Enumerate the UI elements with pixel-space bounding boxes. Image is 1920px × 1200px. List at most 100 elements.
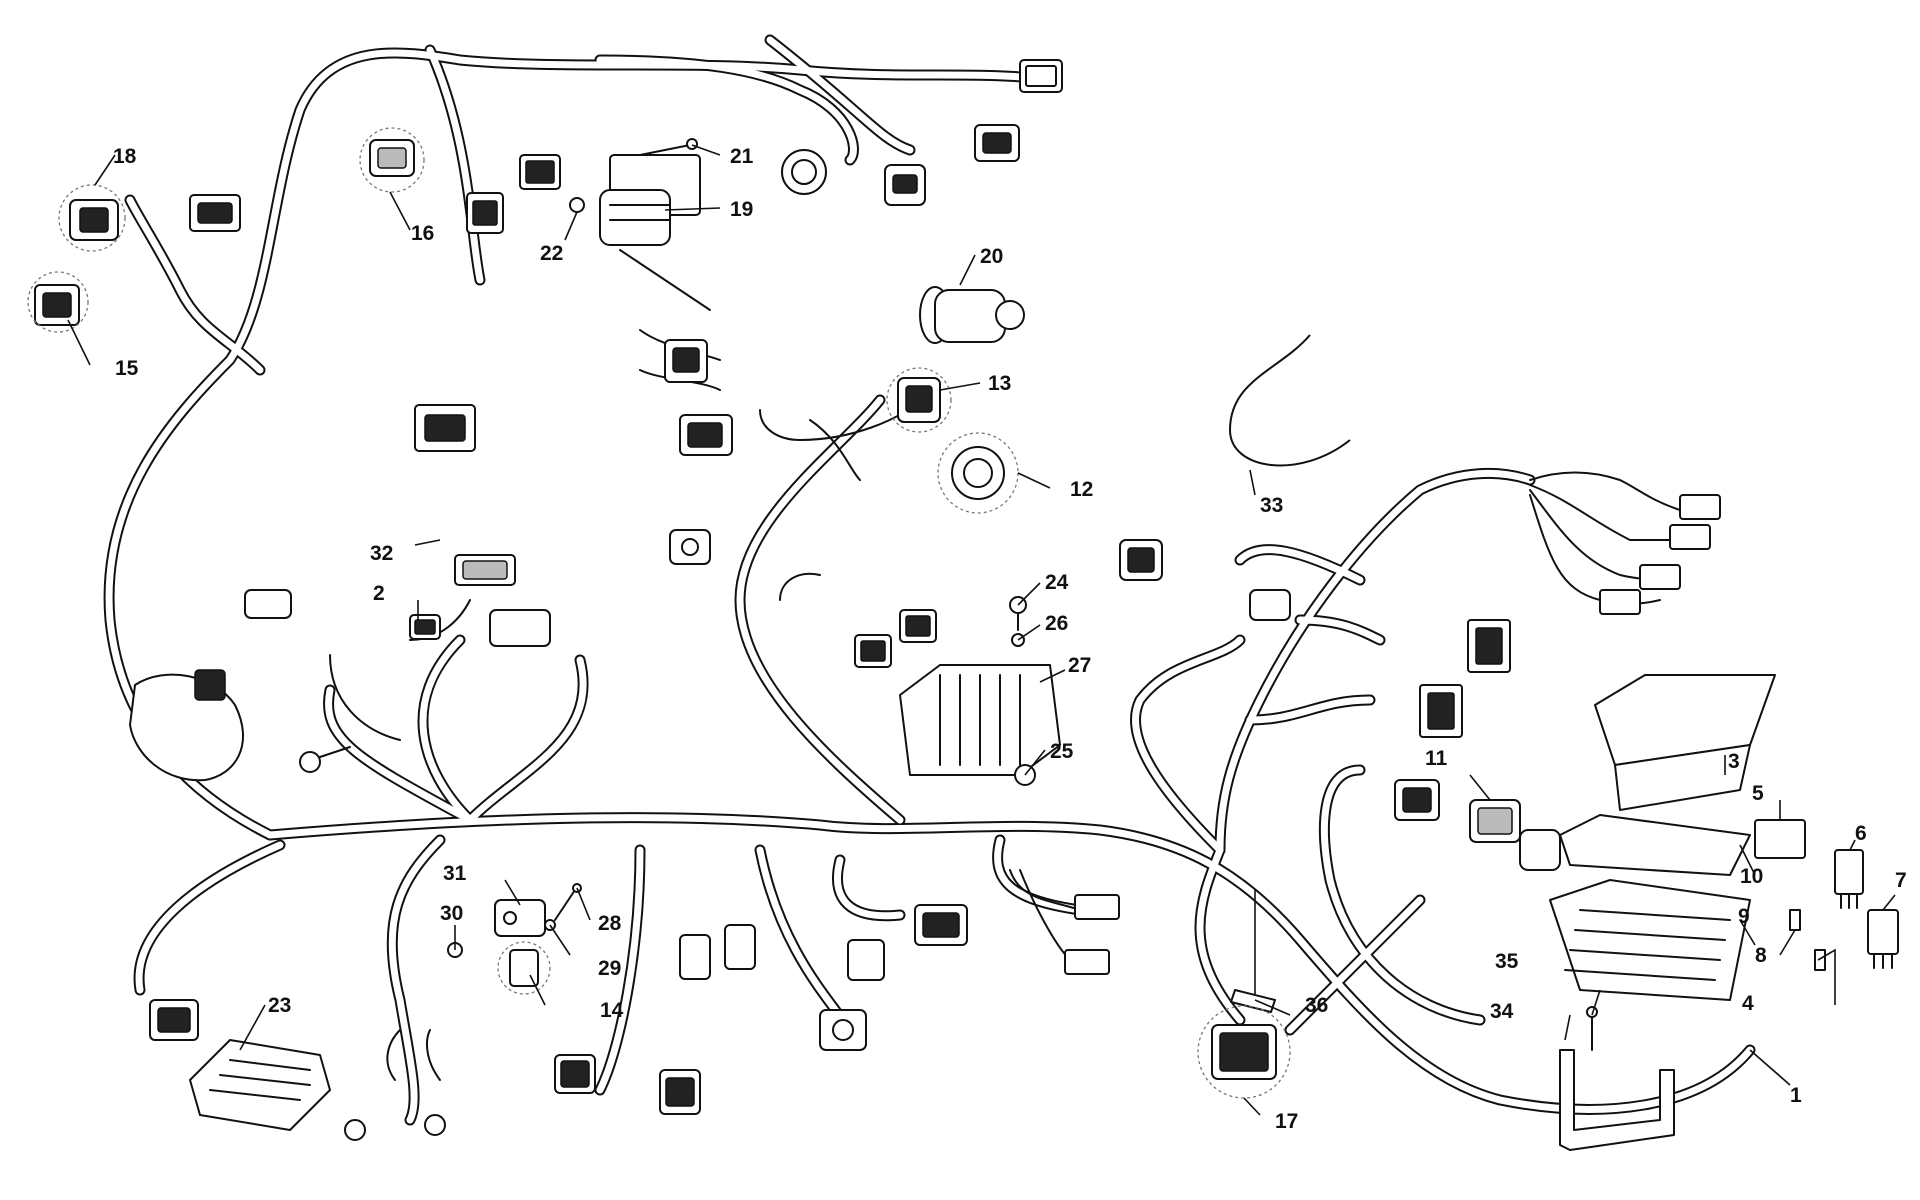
label-5: 5 bbox=[1752, 782, 1764, 805]
connector-left-mid-icon bbox=[244, 589, 292, 619]
sensor-12-icon bbox=[951, 446, 1005, 500]
label-29: 29 bbox=[598, 957, 621, 980]
label-10: 10 bbox=[1740, 865, 1763, 888]
connector-top-3-icon bbox=[781, 149, 827, 195]
connector-bottom-8-icon bbox=[1074, 894, 1120, 920]
connector-right-block-2-icon bbox=[1419, 684, 1463, 738]
connector-top-1-icon bbox=[1019, 59, 1063, 93]
connector-23-icon bbox=[149, 999, 199, 1041]
relay-6-icon bbox=[1834, 849, 1864, 909]
connector-16-icon bbox=[369, 139, 415, 177]
fuse-8-icon bbox=[1789, 909, 1801, 931]
harness-segment-fill bbox=[1246, 696, 1374, 724]
label-25: 25 bbox=[1050, 740, 1074, 763]
fuse-4-icon bbox=[1814, 949, 1826, 971]
label-9: 9 bbox=[1738, 905, 1750, 928]
harness-segment-fill bbox=[419, 636, 474, 824]
ecu-23-icon bbox=[189, 1039, 331, 1131]
connector-17-icon bbox=[1211, 1024, 1277, 1080]
harness-segment-fill bbox=[1286, 896, 1424, 1034]
label-22: 22 bbox=[540, 242, 563, 265]
label-8: 8 bbox=[1755, 944, 1767, 967]
ring-terminal-icon bbox=[299, 746, 351, 773]
connector-center-3-icon bbox=[669, 529, 711, 565]
label-4: 4 bbox=[1742, 992, 1754, 1015]
connector-bottom-1-icon bbox=[554, 1054, 596, 1094]
part-number-labels: 1 2 3 4 5 6 7 8 9 10 11 12 13 14 15 16 1… bbox=[113, 145, 1907, 1133]
fuse-holder-2-icon bbox=[409, 614, 441, 640]
label-2: 2 bbox=[373, 582, 385, 605]
label-1: 1 bbox=[1790, 1084, 1802, 1107]
harness-segment-fill bbox=[426, 46, 484, 284]
label-21: 21 bbox=[730, 145, 754, 168]
screw-24-icon bbox=[1009, 596, 1027, 631]
label-28: 28 bbox=[598, 912, 622, 935]
label-27: 27 bbox=[1068, 654, 1091, 677]
connector-bottom-3-icon bbox=[679, 934, 711, 980]
harness-segment-fill bbox=[766, 36, 914, 154]
connector-fusebox-lead-icon bbox=[1394, 779, 1440, 821]
label-31: 31 bbox=[443, 862, 467, 885]
bracket-31-icon bbox=[494, 899, 546, 937]
harness-segment-fill bbox=[736, 396, 904, 824]
harness-segment bbox=[133, 839, 286, 996]
connector-32-icon bbox=[414, 404, 476, 452]
harness-segment-fill bbox=[834, 856, 904, 920]
connector-15-icon bbox=[34, 284, 80, 326]
label-17: 17 bbox=[1275, 1110, 1298, 1133]
relay-7-icon bbox=[1867, 909, 1899, 969]
label-6: 6 bbox=[1855, 822, 1867, 845]
connector-27a-icon bbox=[854, 634, 892, 668]
relay-5-icon bbox=[1754, 819, 1806, 859]
connector-top-2-icon bbox=[974, 124, 1020, 162]
ring-terminal-bottom-1-icon bbox=[344, 1119, 366, 1141]
label-14: 14 bbox=[600, 999, 624, 1022]
label-3: 3 bbox=[1728, 750, 1740, 773]
connector-left-2-icon bbox=[189, 194, 241, 232]
connector-right-small-4-icon bbox=[1599, 589, 1641, 615]
fuse-box-base-9-icon bbox=[1549, 879, 1751, 1001]
sensor-left-icon bbox=[129, 669, 245, 782]
label-23: 23 bbox=[268, 994, 291, 1017]
connector-bottom-9-icon bbox=[1064, 949, 1110, 975]
clip-36-icon bbox=[1230, 989, 1276, 1013]
connector-parts bbox=[34, 59, 1899, 1151]
harness-segment-fill bbox=[135, 841, 284, 994]
connector-bottom-2-icon bbox=[659, 1069, 701, 1115]
label-12: 12 bbox=[1070, 478, 1093, 501]
label-34: 34 bbox=[1490, 1000, 1514, 1023]
label-16: 16 bbox=[411, 222, 434, 245]
label-26: 26 bbox=[1045, 612, 1068, 635]
harness-segment bbox=[464, 654, 589, 826]
connector-lead-icon bbox=[489, 609, 551, 647]
connector-bottom-7-icon bbox=[914, 904, 968, 946]
harness-segment-fill bbox=[1132, 636, 1244, 854]
harness-segment-fill bbox=[596, 56, 857, 164]
connector-bottom-6-icon bbox=[847, 939, 885, 981]
connector-bottom-5-icon bbox=[819, 1009, 867, 1051]
label-33: 33 bbox=[1260, 494, 1283, 517]
label-15: 15 bbox=[115, 357, 139, 380]
screw-35-icon bbox=[1586, 1006, 1598, 1051]
harness-segment-fill bbox=[266, 814, 1754, 1113]
label-30: 30 bbox=[440, 902, 463, 925]
connector-center-2-icon bbox=[679, 414, 733, 456]
harness-segment-fill bbox=[1236, 546, 1364, 584]
harness-segment-fill bbox=[1320, 766, 1484, 1024]
connector-14-icon bbox=[509, 949, 539, 987]
washer-22-icon bbox=[569, 197, 585, 213]
label-7: 7 bbox=[1895, 869, 1907, 892]
connector-right-2-icon bbox=[1249, 589, 1291, 621]
label-24: 24 bbox=[1045, 571, 1069, 594]
harness-segment-fill bbox=[105, 49, 1054, 839]
bracket-34-icon bbox=[1559, 1049, 1675, 1151]
label-20: 20 bbox=[980, 245, 1003, 268]
connector-top-6-icon bbox=[466, 192, 504, 234]
spark-plug-cap-20-icon bbox=[919, 286, 1025, 344]
fuse-box-cover-3-icon bbox=[1594, 674, 1776, 811]
cable-tie-33-icon bbox=[1229, 334, 1351, 467]
harness-segment-fill bbox=[126, 196, 264, 374]
harness-segment-fill bbox=[325, 686, 474, 824]
harness-segment-fill bbox=[596, 846, 644, 1094]
harness-segment-fill bbox=[466, 656, 587, 824]
